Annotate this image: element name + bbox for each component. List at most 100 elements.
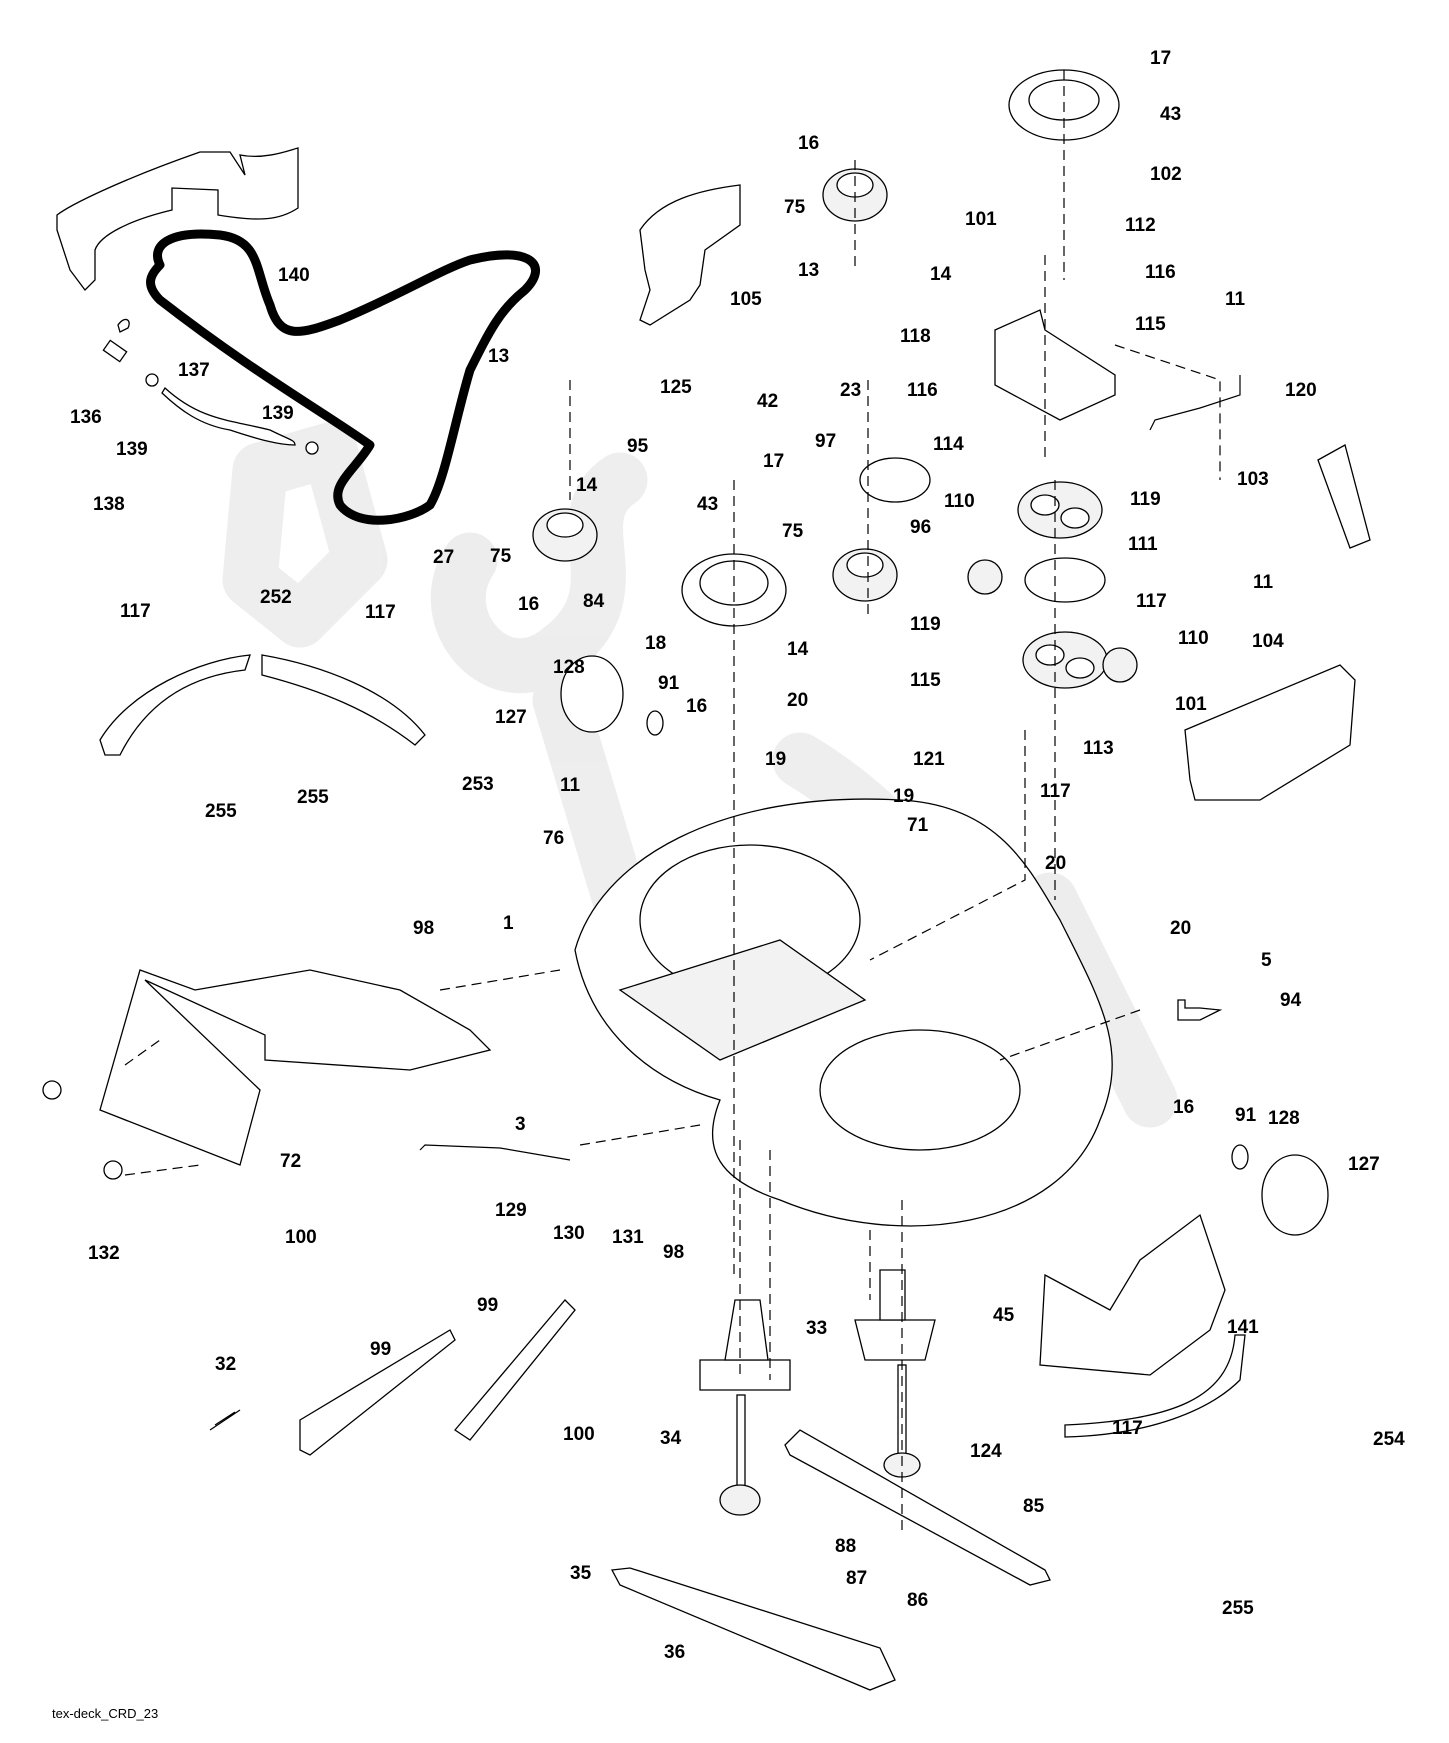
part-callout-121: 121 [913,749,945,770]
part-callout-13: 13 [488,346,509,367]
washer-91b [1231,1144,1249,1170]
part-callout-114: 114 [933,434,964,455]
part-callout-27: 27 [433,547,454,568]
part-callout-36: 36 [664,1642,685,1663]
part-callout-124: 124 [970,1441,1002,1462]
part-callout-116: 116 [907,380,938,401]
part-callout-76: 76 [543,828,564,849]
part-callout-255: 255 [1222,1598,1254,1619]
part-callout-101: 101 [965,209,997,230]
gear-cover-104 [1184,664,1356,801]
part-callout-141: 141 [1227,1317,1259,1338]
part-callout-105: 105 [730,289,762,310]
washer-91a [646,710,664,736]
lift-arm-99a [299,1329,456,1456]
part-callout-95: 95 [627,436,649,457]
wing-nut-132b [103,1160,123,1180]
part-callout-98: 98 [413,918,434,939]
part-callout-97: 97 [815,431,836,452]
gear-119b [1022,631,1108,689]
part-callout-117: 117 [120,601,151,622]
idler-pulley-75c [832,548,898,602]
gasket-111 [1024,557,1106,603]
part-callout-20: 20 [1045,853,1066,874]
part-callout-91: 91 [658,673,680,694]
part-callout-118: 118 [900,326,931,347]
part-callout-254: 254 [1373,1429,1405,1450]
discharge-chute-72 [99,969,492,1166]
blade-35 [610,1567,896,1691]
baffle-253 [261,654,426,746]
part-callout-138: 138 [93,494,125,515]
part-callout-85: 85 [1023,1496,1045,1517]
part-callout-117: 117 [1112,1418,1143,1439]
part-callout-17: 17 [763,451,784,472]
spindle-housing-33 [699,1299,791,1391]
part-callout-139: 139 [116,439,148,460]
drive-pulley-43b [681,553,787,627]
part-callout-115: 115 [1135,314,1166,335]
part-callout-96: 96 [910,517,931,538]
drive-belt [146,229,540,525]
part-callout-20: 20 [787,690,808,711]
clamp-139b [305,441,319,455]
mower-deck-1 [574,798,1113,1227]
bracket-94 [1177,999,1223,1021]
part-callout-139: 139 [262,403,294,424]
spring-32 [209,1409,241,1431]
part-callout-3: 3 [515,1114,526,1135]
gear-110b [1102,647,1138,683]
belt-guard-140 [56,147,299,291]
part-callout-17: 17 [1150,48,1171,69]
idler-pulley-75b [532,508,598,562]
pulley-97 [859,457,931,503]
part-callout-100: 100 [563,1424,595,1445]
part-callout-104: 104 [1252,631,1284,652]
part-callout-255: 255 [297,787,329,808]
part-callout-98: 98 [663,1242,684,1263]
blade-85 [784,1429,1051,1586]
mulch-plug-141 [1039,1213,1226,1376]
fitting-136 [102,339,128,363]
part-callout-34: 34 [660,1428,682,1449]
part-callout-1: 1 [503,913,514,934]
hose-138 [161,386,296,446]
gear-119a [1017,481,1103,539]
part-callout-11: 11 [560,775,581,796]
part-callout-11: 11 [1225,289,1246,310]
gear-110a [967,559,1003,595]
part-callout-16: 16 [1173,1097,1194,1118]
part-callout-72: 72 [280,1151,301,1172]
part-callout-253: 253 [462,774,494,795]
part-callout-100: 100 [285,1227,317,1248]
part-callout-120: 120 [1285,380,1317,401]
part-callout-117: 117 [365,602,396,623]
part-callout-43: 43 [1160,104,1181,125]
part-callout-33: 33 [806,1318,827,1339]
drawing-code: tex-deck_CRD_23 [52,1706,158,1721]
gauge-wheel-128b [1261,1154,1329,1236]
wing-nut-132a [42,1080,62,1100]
part-callout-131: 131 [612,1227,644,1248]
part-callout-75: 75 [782,521,804,542]
part-callout-16: 16 [518,594,539,615]
part-callout-132: 132 [88,1243,120,1264]
clamp-139a [145,373,159,387]
part-callout-75: 75 [490,546,512,567]
part-callout-14: 14 [576,475,598,496]
part-callout-99: 99 [477,1295,498,1316]
part-callout-13: 13 [798,260,819,281]
part-callout-86: 86 [907,1590,928,1611]
part-callout-127: 127 [1348,1154,1380,1175]
part-callout-136: 136 [70,407,102,428]
part-callout-84: 84 [583,591,605,612]
part-callout-45: 45 [993,1305,1015,1326]
spindle-shaft-34 [719,1394,761,1516]
part-callout-125: 125 [660,377,692,398]
part-callout-19: 19 [765,749,786,770]
assembly-lines [124,70,1221,1530]
part-callout-5: 5 [1261,950,1272,971]
part-callout-71: 71 [907,815,929,836]
part-callout-43: 43 [697,494,718,515]
